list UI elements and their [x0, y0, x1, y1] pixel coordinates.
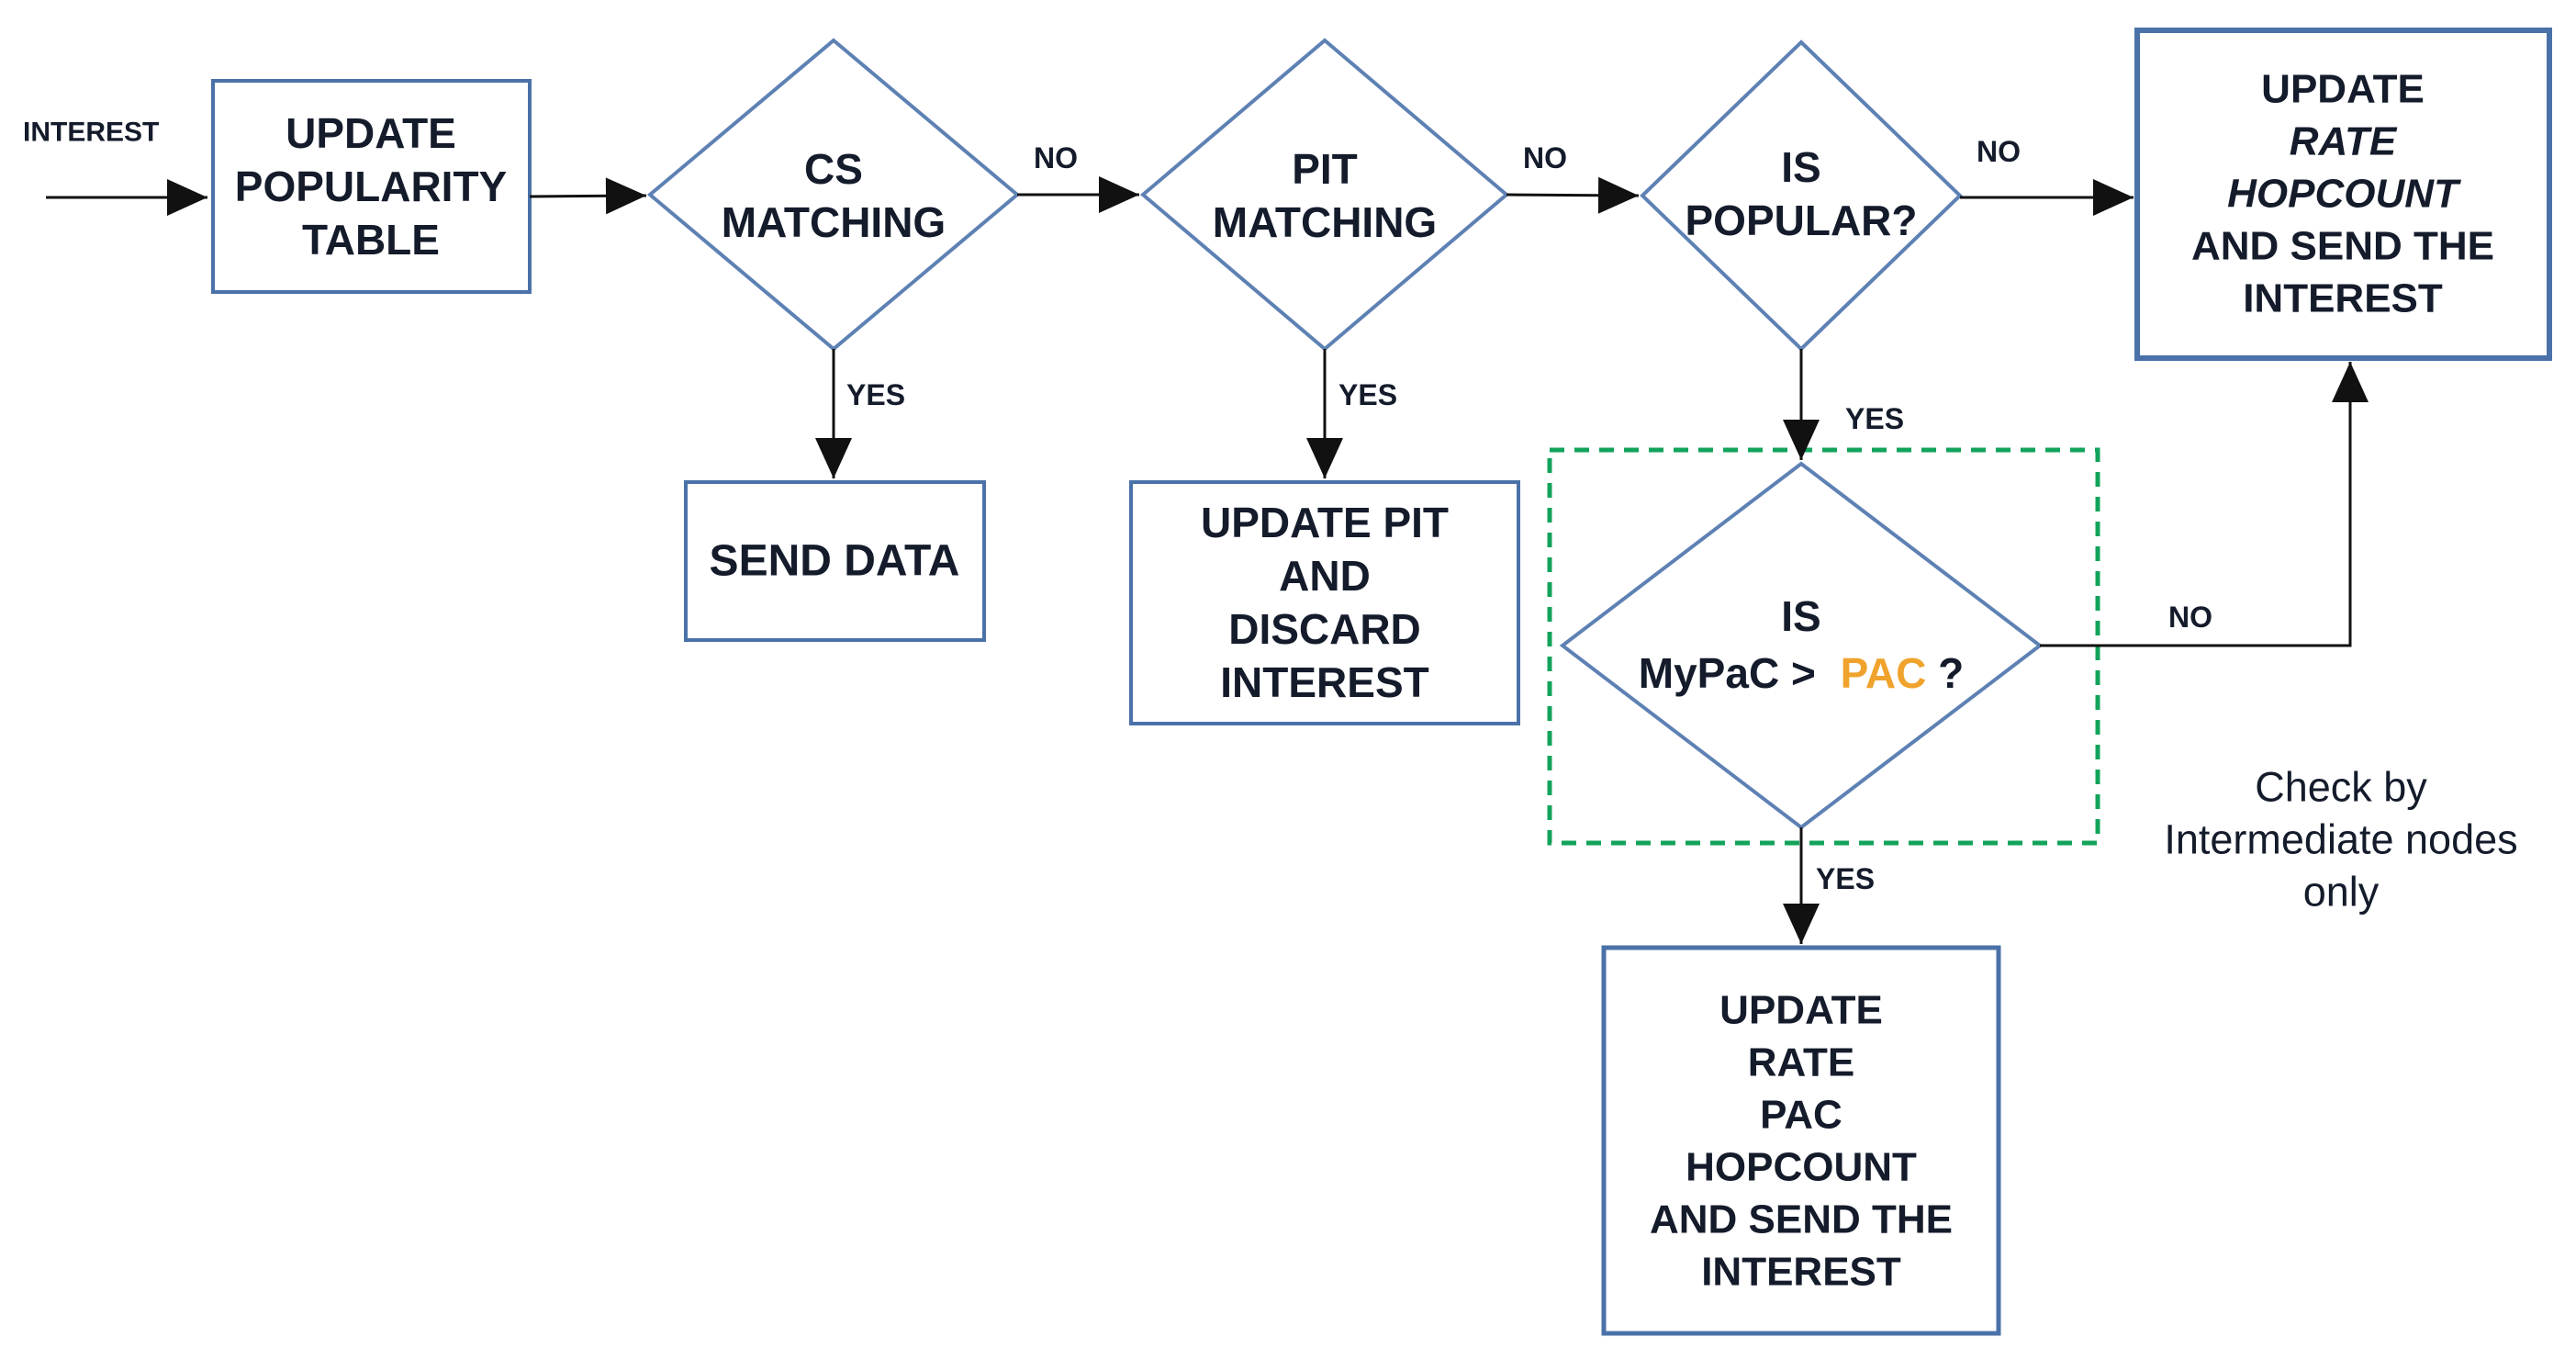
annotation-line2: Intermediate nodes	[2164, 816, 2517, 863]
mypac-no-arrow	[2040, 362, 2369, 647]
mypac-no-label: NO	[2168, 601, 2212, 634]
interest-label: INTEREST	[23, 118, 159, 148]
update-rate-hopcount-line3: HOPCOUNT	[2227, 172, 2461, 217]
pit-matching-line2: MATCHING	[1213, 198, 1437, 246]
pit-no-arrow	[1506, 176, 1640, 214]
is-mypac-line2-suffix: ?	[1938, 649, 1964, 697]
is-mypac-line1: IS	[1781, 592, 1820, 640]
send-data-box	[684, 480, 986, 642]
annotation-line3: only	[2303, 869, 2380, 916]
update-rate-hopcount-line5: INTEREST	[2243, 276, 2443, 321]
update-popularity-table-box	[211, 79, 532, 294]
popular-yes-label: YES	[1845, 402, 1904, 435]
is-popular-line2: POPULAR?	[1686, 197, 1918, 244]
mypac-yes-label: YES	[1816, 862, 1875, 895]
is-popular-diamond	[1640, 39, 1963, 352]
popular-no-label: NO	[1977, 135, 2021, 168]
annotation-line1: Check by	[2255, 764, 2427, 811]
update-rate-pac-hopcount-line1: UPDATE	[1719, 988, 1883, 1033]
pit-yes-label: YES	[1338, 378, 1397, 411]
is-mypac-line2-pac: PAC	[1841, 649, 1927, 697]
update-rate-pac-hopcount-line6: INTEREST	[1701, 1250, 1901, 1295]
cs-matching-diamond	[646, 38, 1021, 352]
update-popularity-table-line3: TABLE	[302, 216, 440, 264]
pit-matching-line1: PIT	[1292, 145, 1358, 193]
pit-no-label: NO	[1523, 141, 1567, 174]
is-popular-line1: IS	[1781, 143, 1820, 191]
update-pit-discard-box	[1129, 480, 1520, 725]
update-rate-pac-hopcount-line5: AND SEND THE	[1650, 1197, 1953, 1242]
popularity-to-cs-arrow	[529, 177, 647, 215]
update-rate-pac-hopcount-line2: RATE	[1748, 1040, 1855, 1085]
update-rate-hopcount-box	[2134, 28, 2552, 361]
update-rate-hopcount-line2: RATE	[2290, 119, 2398, 164]
update-rate-hopcount-line1: UPDATE	[2261, 67, 2425, 112]
cs-yes-label: YES	[846, 378, 905, 411]
update-rate-pac-hopcount-line3: PAC	[1760, 1093, 1842, 1138]
update-pit-discard-line1: UPDATE PIT	[1201, 499, 1449, 546]
cs-no-label: NO	[1034, 141, 1078, 174]
update-popularity-table-line2: POPULARITY	[235, 163, 507, 210]
send-data-label: SEND DATA	[710, 537, 960, 586]
update-popularity-table-line1: UPDATE	[286, 109, 456, 157]
is-mypac-line2-prefix: MyPaC >	[1639, 649, 1816, 697]
is-mypac-line2: MyPaC > PAC ?	[1639, 649, 1964, 697]
update-pit-discard-line4: INTEREST	[1220, 658, 1428, 706]
pit-matching-diamond	[1139, 38, 1510, 352]
update-rate-hopcount-line4: AND SEND THE	[2191, 224, 2494, 269]
is-mypac-gt-pac-diamond	[1559, 461, 2044, 830]
update-rate-pac-hopcount-box	[1601, 945, 2001, 1336]
cs-matching-line1: CS	[804, 145, 863, 193]
cs-matching-line2: MATCHING	[722, 198, 946, 246]
update-rate-pac-hopcount-line4: HOPCOUNT	[1686, 1145, 1917, 1190]
update-pit-discard-line3: DISCARD	[1228, 605, 1421, 653]
update-pit-discard-line2: AND	[1279, 552, 1371, 600]
